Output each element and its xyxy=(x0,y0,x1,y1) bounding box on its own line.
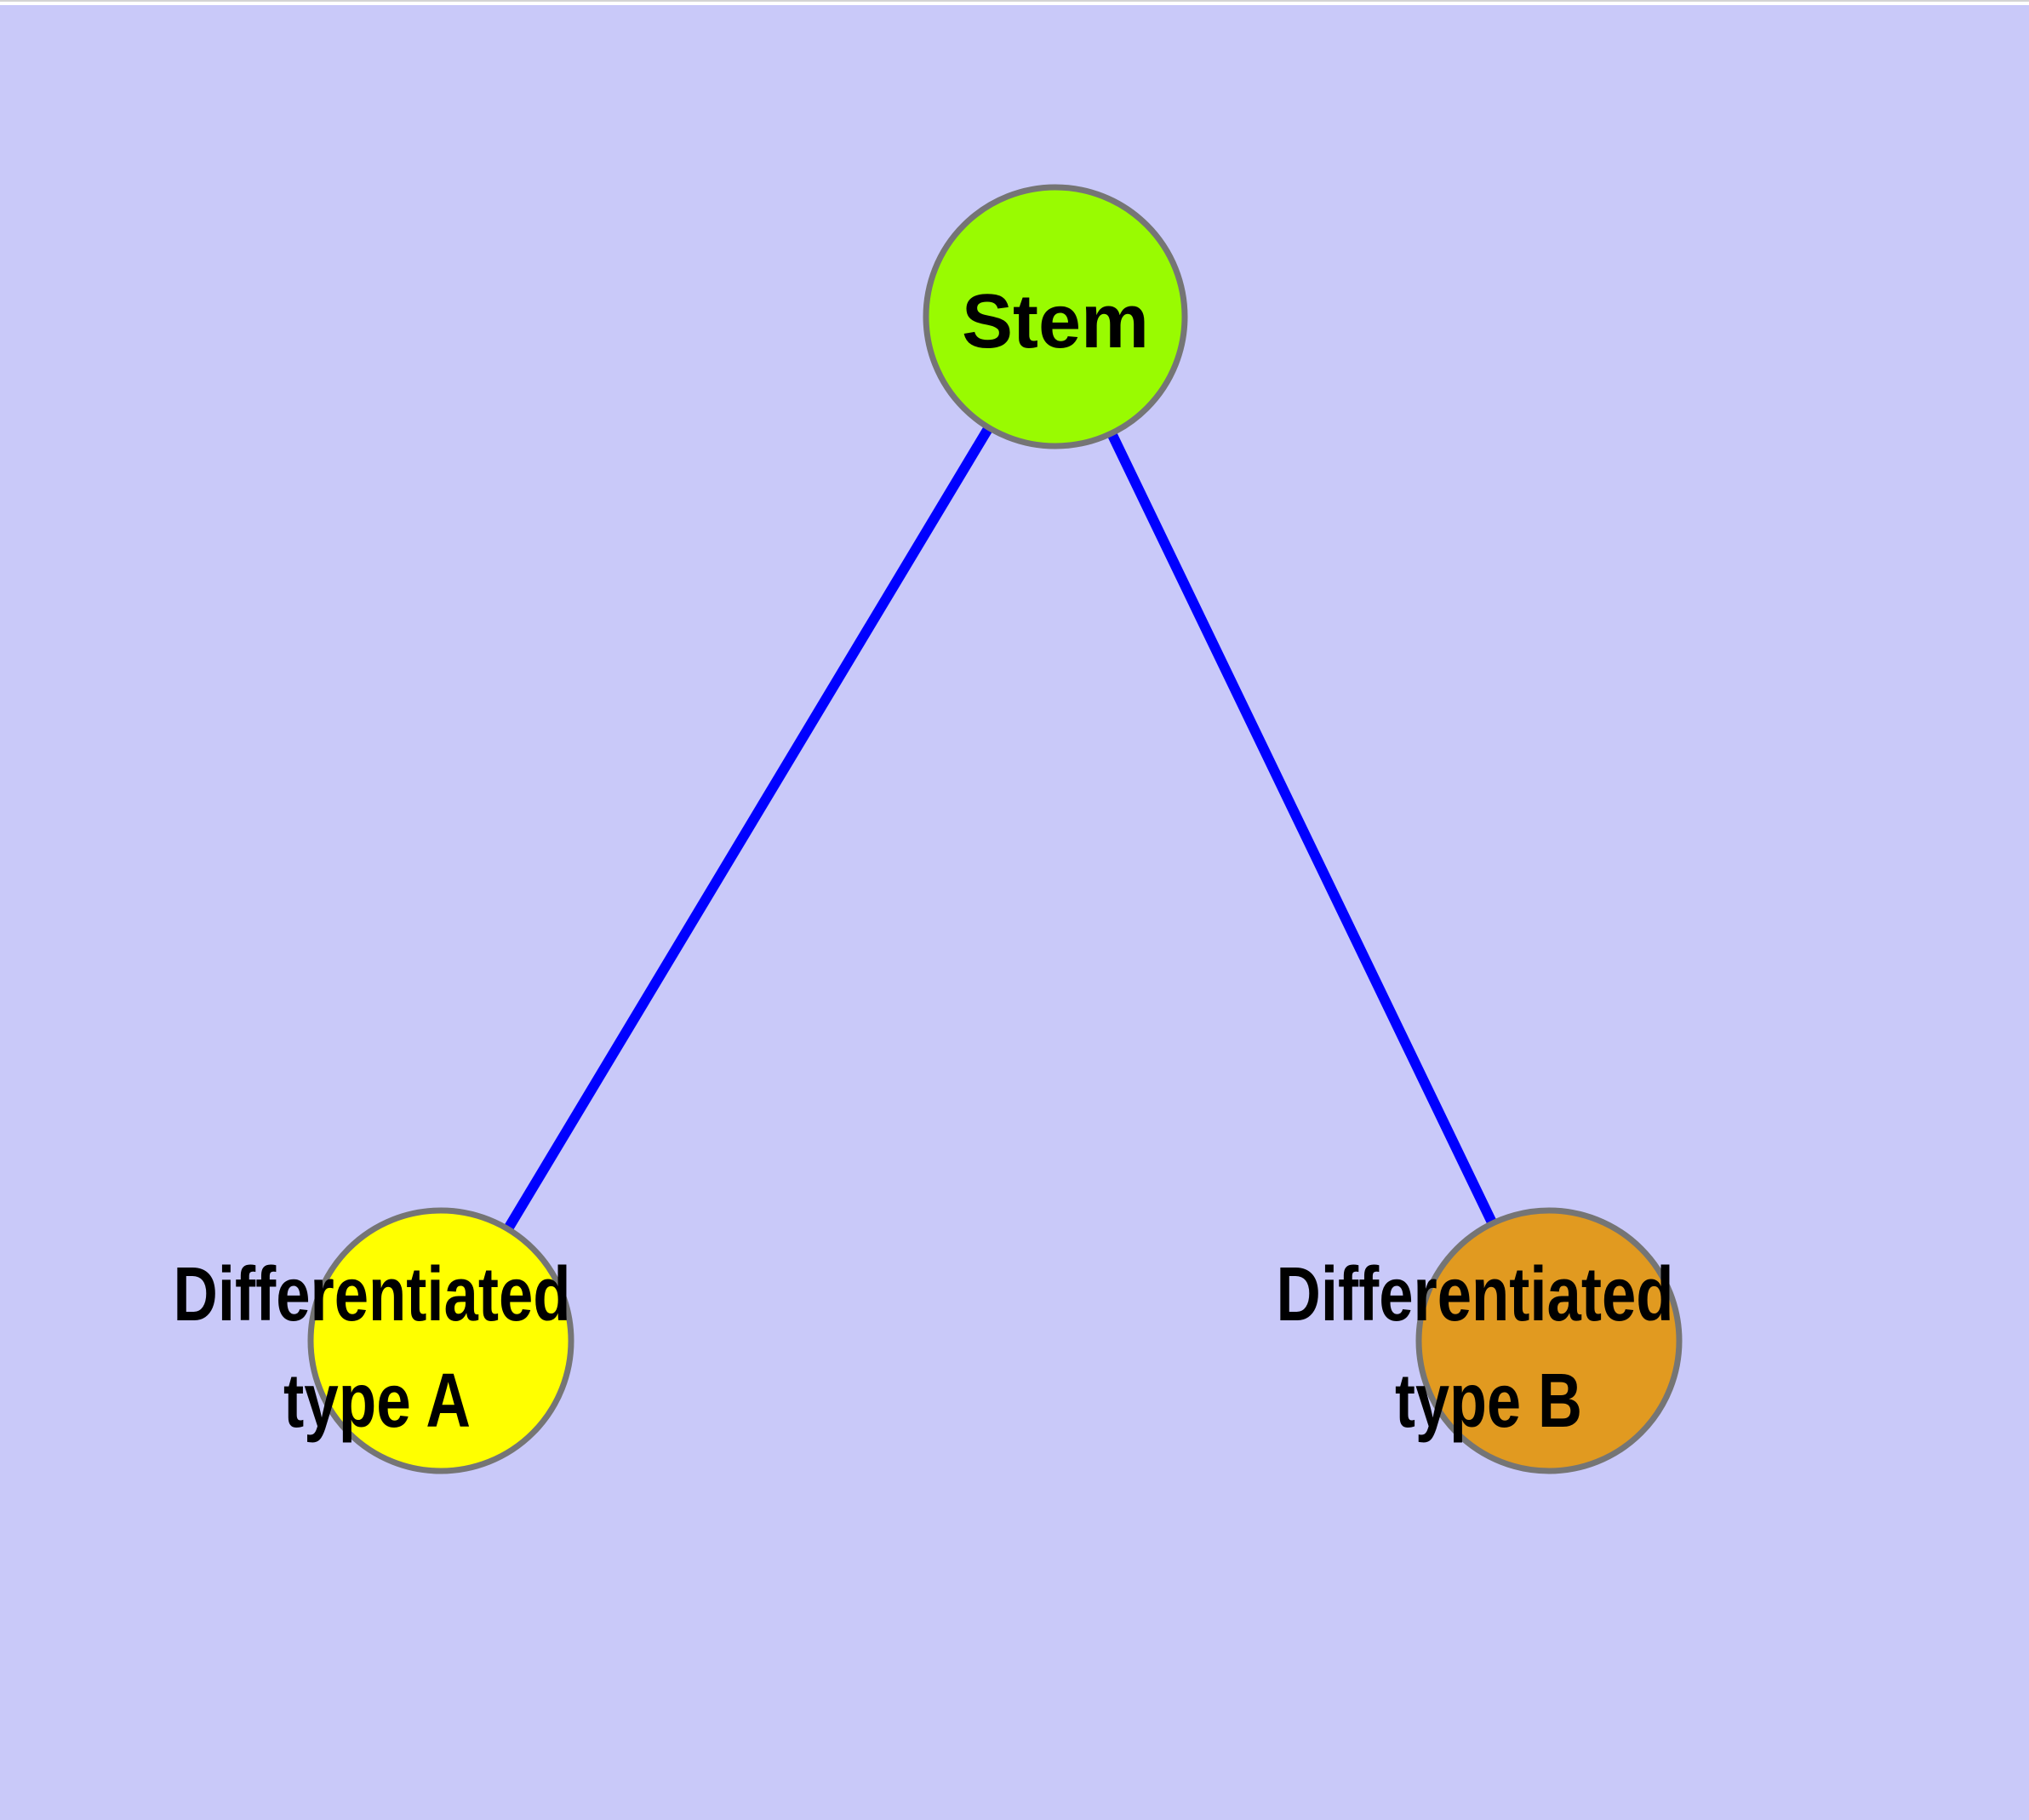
type-b-node-label-line2: type B xyxy=(1395,1359,1582,1444)
stem-node-label: Stem xyxy=(962,279,1149,364)
top-margin-strip xyxy=(0,0,2029,5)
type-a-node-circle xyxy=(307,1207,574,1474)
top-border-line xyxy=(0,0,2029,2)
edge-stem-to-type-b xyxy=(1050,314,1554,1343)
type-b-node-circle xyxy=(1415,1207,1683,1474)
edge-stem-to-type-a xyxy=(436,313,1060,1344)
type-b-node-label-line1: Differentiated xyxy=(1277,1252,1674,1337)
type-a-node-label-line2: type A xyxy=(283,1359,471,1444)
stem-node-circle xyxy=(923,184,1188,449)
type-a-node-label-line1: Differentiated xyxy=(174,1252,571,1337)
